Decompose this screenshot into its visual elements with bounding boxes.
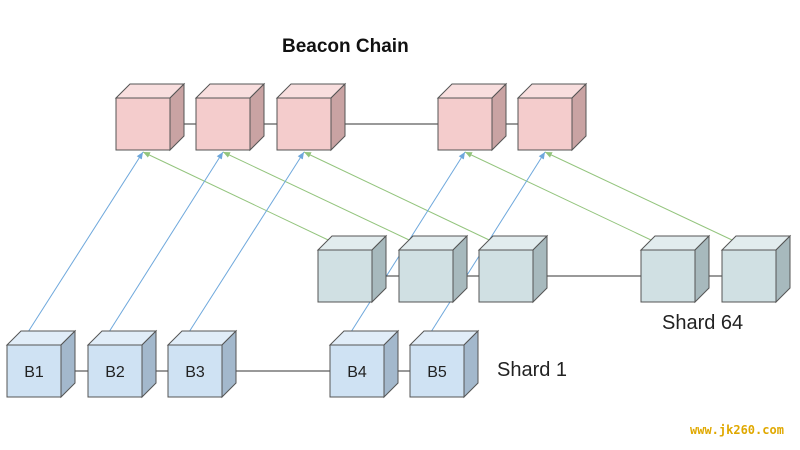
shard-1-crosslink xyxy=(181,151,305,344)
shard-1-block: B2 xyxy=(86,329,158,399)
block-label: B3 xyxy=(185,364,205,381)
cube-front-face xyxy=(721,249,777,303)
beacon-block xyxy=(275,82,347,152)
cube-front-face xyxy=(478,249,534,303)
block-label: B5 xyxy=(427,364,447,381)
shard-64-label: Shard 64 xyxy=(662,312,744,334)
block-label: B1 xyxy=(24,364,44,381)
beacon-block xyxy=(436,82,508,152)
shard-64-block xyxy=(639,234,711,304)
shard-64-block xyxy=(720,234,792,304)
shard-64-crosslink xyxy=(544,151,750,249)
cube-front-face xyxy=(6,344,62,398)
cube-front-face xyxy=(115,97,171,151)
beacon-block xyxy=(114,82,186,152)
cube-front-face xyxy=(167,344,223,398)
shard-64-block xyxy=(477,234,549,304)
shard-1-crosslink xyxy=(101,151,224,344)
beacon-block xyxy=(194,82,266,152)
cube-front-face xyxy=(437,97,493,151)
blocks: B1 B2 B3 B4 B5 xyxy=(5,82,792,399)
shard-64-crosslink xyxy=(222,151,427,249)
beacon-chain-title: Beacon Chain xyxy=(282,36,409,57)
beacon-block xyxy=(516,82,588,152)
cube-front-face xyxy=(398,249,454,303)
shard-1-crosslink xyxy=(20,151,144,344)
shard-64-block xyxy=(316,234,388,304)
block-label: B2 xyxy=(105,364,125,381)
cube-front-face xyxy=(409,344,465,398)
block-label: B4 xyxy=(347,364,367,381)
shard-1-block: B1 xyxy=(5,329,77,399)
cube-front-face xyxy=(517,97,573,151)
shard-64-crosslink xyxy=(142,151,346,249)
shard-1-label: Shard 1 xyxy=(497,359,568,381)
watermark: www.jk260.com xyxy=(690,423,784,437)
shard-1-block: B5 xyxy=(408,329,480,399)
cube-front-face xyxy=(87,344,143,398)
cube-front-face xyxy=(329,344,385,398)
shard-64-block xyxy=(397,234,469,304)
cube-front-face xyxy=(195,97,251,151)
shard-1-block: B3 xyxy=(166,329,238,399)
shard-64-crosslink xyxy=(303,151,507,249)
cube-front-face xyxy=(640,249,696,303)
cube-front-face xyxy=(317,249,373,303)
shard-1-block: B4 xyxy=(328,329,400,399)
cube-front-face xyxy=(276,97,332,151)
shard-64-crosslink xyxy=(464,151,669,249)
